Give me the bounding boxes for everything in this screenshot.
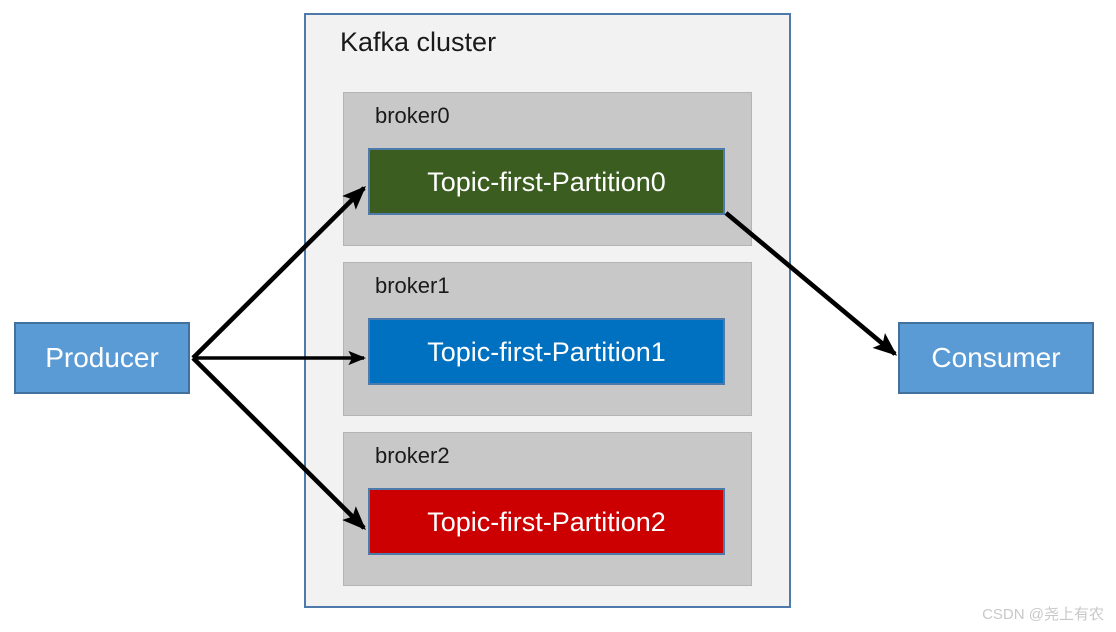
broker-box-1: broker1 Topic-first-Partition1 bbox=[343, 262, 752, 416]
consumer-label: Consumer bbox=[931, 342, 1061, 373]
partition-label-0: Topic-first-Partition0 bbox=[427, 166, 666, 197]
partition-box-2[interactable]: Topic-first-Partition2 bbox=[368, 488, 725, 555]
partition-box-0[interactable]: Topic-first-Partition0 bbox=[368, 148, 725, 215]
producer-box[interactable]: Producer bbox=[14, 322, 190, 394]
partition-box-1[interactable]: Topic-first-Partition1 bbox=[368, 318, 725, 385]
csdn-watermark: CSDN @尧上有农 bbox=[982, 606, 1104, 623]
partition-label-1: Topic-first-Partition1 bbox=[427, 336, 666, 367]
kafka-cluster-title: Kafka cluster bbox=[340, 27, 497, 57]
partition-label-2: Topic-first-Partition2 bbox=[427, 506, 666, 537]
broker-label-0: broker0 bbox=[375, 103, 450, 128]
consumer-box[interactable]: Consumer bbox=[898, 322, 1094, 394]
broker-box-0: broker0 Topic-first-Partition0 bbox=[343, 92, 752, 246]
producer-label: Producer bbox=[45, 342, 159, 373]
broker-label-2: broker2 bbox=[375, 443, 450, 468]
broker-label-1: broker1 bbox=[375, 273, 450, 298]
broker-box-2: broker2 Topic-first-Partition2 bbox=[343, 432, 752, 586]
